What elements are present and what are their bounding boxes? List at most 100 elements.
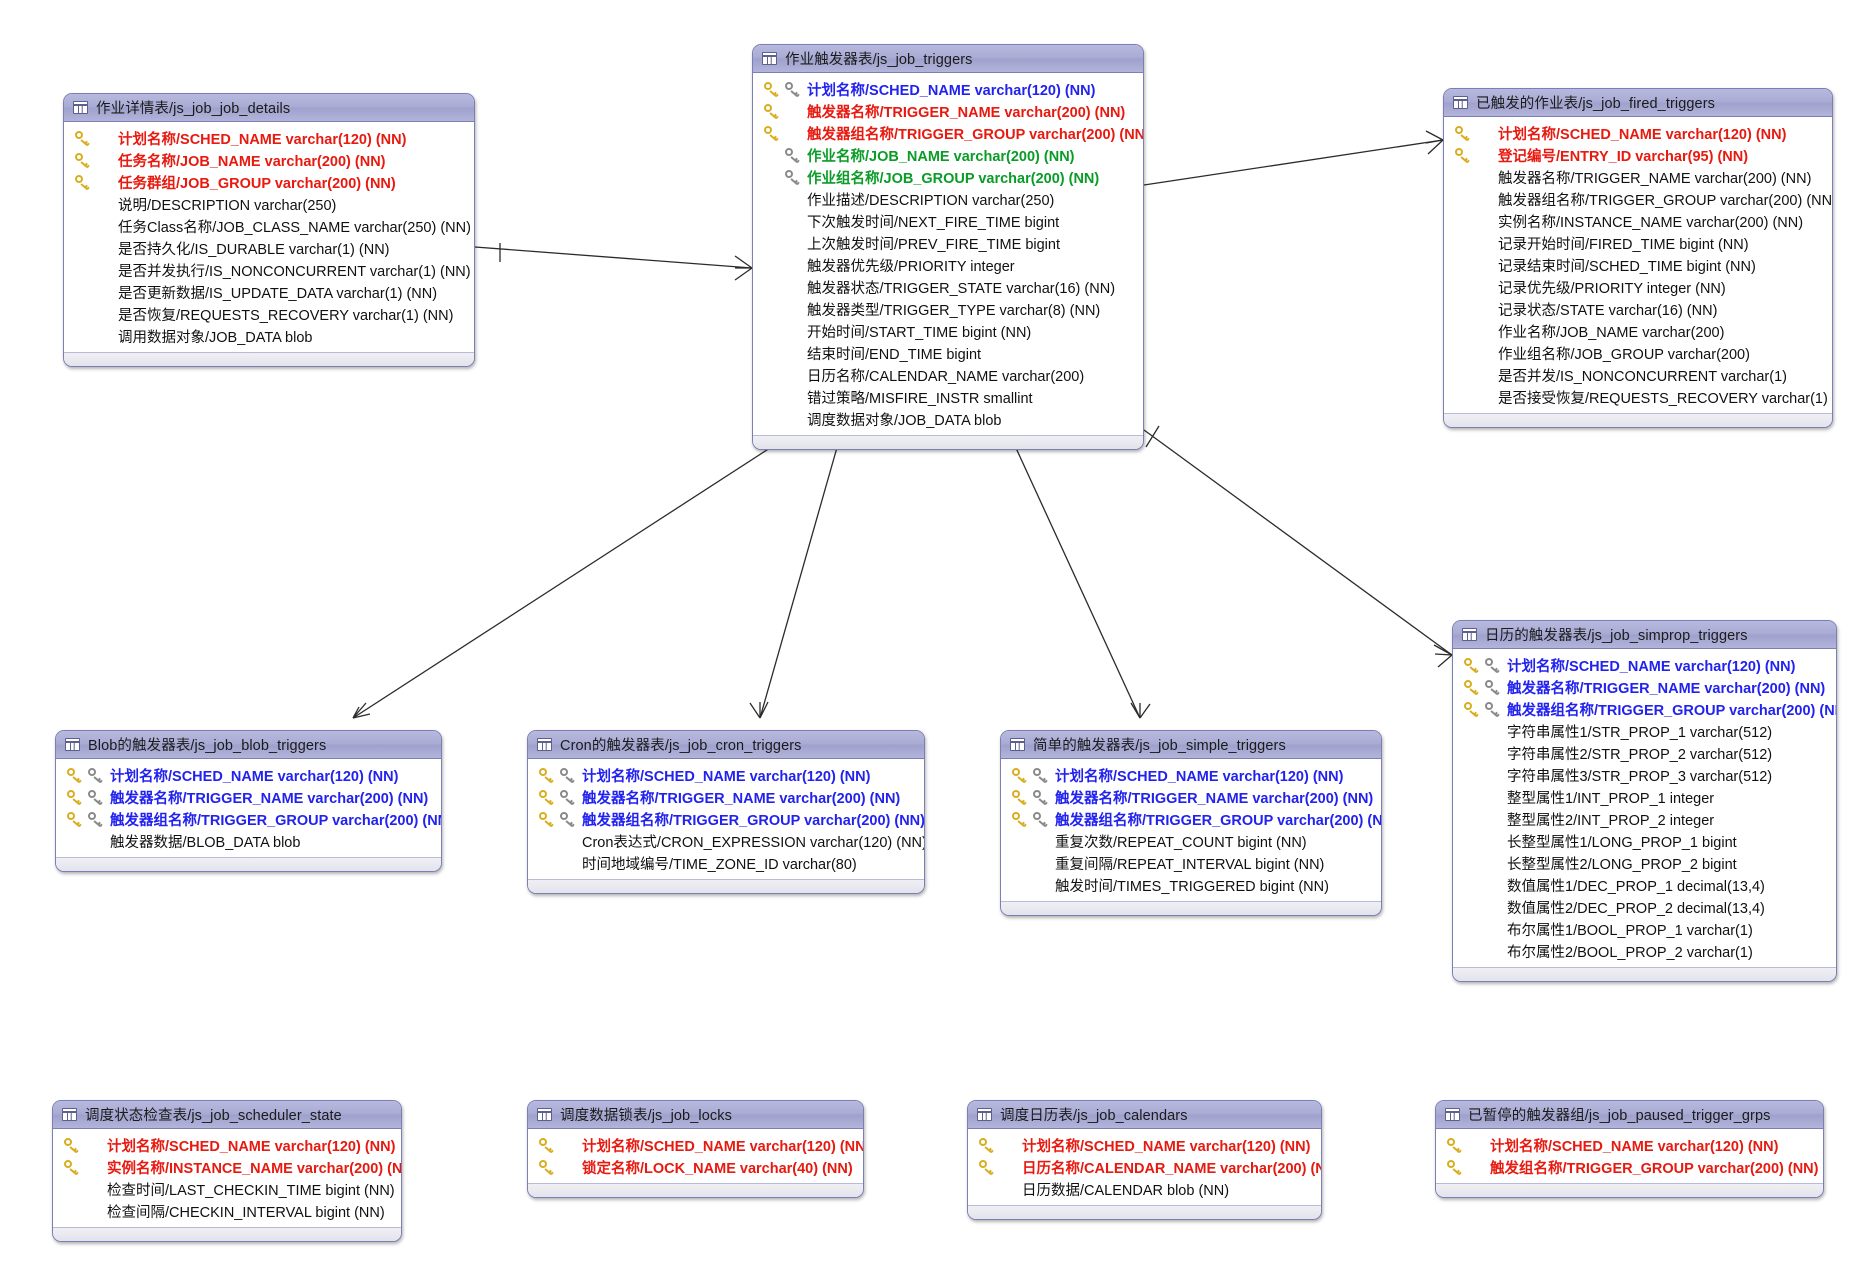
attribute-row[interactable]: 是否并发执行/IS_NONCONCURRENT varchar(1) (NN)	[64, 259, 474, 281]
attribute-row[interactable]: 触发器组名称/TRIGGER_GROUP varchar(200) (NN)	[1453, 698, 1836, 720]
attribute-row[interactable]: 作业名称/JOB_NAME varchar(200)	[1444, 320, 1832, 342]
entity-header[interactable]: Blob的触发器表/js_job_blob_triggers	[56, 731, 441, 759]
entity-js_job_scheduler_state[interactable]: 调度状态检查表/js_job_scheduler_state 计划名称/SCHED…	[52, 1100, 402, 1242]
attribute-row[interactable]: 触发组名称/TRIGGER_GROUP varchar(200) (NN)	[1436, 1156, 1823, 1178]
attribute-row[interactable]: 计划名称/SCHED_NAME varchar(120) (NN)	[1453, 654, 1836, 676]
attribute-row[interactable]: 字符串属性3/STR_PROP_3 varchar(512)	[1453, 764, 1836, 786]
attribute-row[interactable]: 作业组名称/JOB_GROUP varchar(200)	[1444, 342, 1832, 364]
attribute-row[interactable]: 字符串属性2/STR_PROP_2 varchar(512)	[1453, 742, 1836, 764]
attribute-row[interactable]: 触发器名称/TRIGGER_NAME varchar(200) (NN)	[1453, 676, 1836, 698]
attribute-row[interactable]: 触发器名称/TRIGGER_NAME varchar(200) (NN)	[528, 786, 924, 808]
attribute-row[interactable]: 触发器名称/TRIGGER_NAME varchar(200) (NN)	[1444, 166, 1832, 188]
entity-js_job_simprop_triggers[interactable]: 日历的触发器表/js_job_simprop_triggers 计划名称/SCHE…	[1452, 620, 1837, 982]
attribute-row[interactable]: 是否恢复/REQUESTS_RECOVERY varchar(1) (NN)	[64, 303, 474, 325]
entity-js_job_paused_trigger_grps[interactable]: 已暂停的触发器组/js_job_paused_trigger_grps 计划名称/…	[1435, 1100, 1824, 1198]
attribute-row[interactable]: 触发器状态/TRIGGER_STATE varchar(16) (NN)	[753, 276, 1143, 298]
attribute-row[interactable]: 计划名称/SCHED_NAME varchar(120) (NN)	[53, 1134, 401, 1156]
attribute-row[interactable]: 任务名称/JOB_NAME varchar(200) (NN)	[64, 149, 474, 171]
attribute-row[interactable]: 开始时间/START_TIME bigint (NN)	[753, 320, 1143, 342]
attribute-row[interactable]: 日历名称/CALENDAR_NAME varchar(200)	[753, 364, 1143, 386]
attribute-row[interactable]: 计划名称/SCHED_NAME varchar(120) (NN)	[968, 1134, 1321, 1156]
entity-header[interactable]: 简单的触发器表/js_job_simple_triggers	[1001, 731, 1381, 759]
attribute-row[interactable]: 布尔属性1/BOOL_PROP_1 varchar(1)	[1453, 918, 1836, 940]
attribute-row[interactable]: 是否并发/IS_NONCONCURRENT varchar(1)	[1444, 364, 1832, 386]
attribute-row[interactable]: 锁定名称/LOCK_NAME varchar(40) (NN)	[528, 1156, 863, 1178]
attribute-row[interactable]: 错过策略/MISFIRE_INSTR smallint	[753, 386, 1143, 408]
attribute-row[interactable]: 字符串属性1/STR_PROP_1 varchar(512)	[1453, 720, 1836, 742]
attribute-row[interactable]: 触发器组名称/TRIGGER_GROUP varchar(200) (NN)	[1001, 808, 1381, 830]
attribute-row[interactable]: 记录状态/STATE varchar(16) (NN)	[1444, 298, 1832, 320]
attribute-row[interactable]: 计划名称/SCHED_NAME varchar(120) (NN)	[1436, 1134, 1823, 1156]
entity-js_job_job_details[interactable]: 作业详情表/js_job_job_details 计划名称/SCHED_NAME …	[63, 93, 475, 367]
attribute-row[interactable]: 触发器组名称/TRIGGER_GROUP varchar(200) (NN)	[528, 808, 924, 830]
attribute-row[interactable]: 长整型属性2/LONG_PROP_2 bigint	[1453, 852, 1836, 874]
entity-header[interactable]: 日历的触发器表/js_job_simprop_triggers	[1453, 621, 1836, 649]
entity-js_job_simple_triggers[interactable]: 简单的触发器表/js_job_simple_triggers 计划名称/SCHED…	[1000, 730, 1382, 916]
attribute-row[interactable]: 任务Class名称/JOB_CLASS_NAME varchar(250) (N…	[64, 215, 474, 237]
entity-js_job_calendars[interactable]: 调度日历表/js_job_calendars 计划名称/SCHED_NAME va…	[967, 1100, 1322, 1220]
attribute-row[interactable]: 调度数据对象/JOB_DATA blob	[753, 408, 1143, 430]
attribute-row[interactable]: 计划名称/SCHED_NAME varchar(120) (NN)	[1444, 122, 1832, 144]
attribute-row[interactable]: 调用数据对象/JOB_DATA blob	[64, 325, 474, 347]
attribute-row[interactable]: 时间地域编号/TIME_ZONE_ID varchar(80)	[528, 852, 924, 874]
attribute-row[interactable]: 整型属性2/INT_PROP_2 integer	[1453, 808, 1836, 830]
attribute-row[interactable]: 上次触发时间/PREV_FIRE_TIME bigint	[753, 232, 1143, 254]
attribute-row[interactable]: 长整型属性1/LONG_PROP_1 bigint	[1453, 830, 1836, 852]
attribute-row[interactable]: 数值属性2/DEC_PROP_2 decimal(13,4)	[1453, 896, 1836, 918]
attribute-row[interactable]: 任务群组/JOB_GROUP varchar(200) (NN)	[64, 171, 474, 193]
entity-header[interactable]: 调度日历表/js_job_calendars	[968, 1101, 1321, 1129]
attribute-row[interactable]: 计划名称/SCHED_NAME varchar(120) (NN)	[64, 127, 474, 149]
attribute-row[interactable]: 日历数据/CALENDAR blob (NN)	[968, 1178, 1321, 1200]
attribute-row[interactable]: 检查时间/LAST_CHECKIN_TIME bigint (NN)	[53, 1178, 401, 1200]
attribute-row[interactable]: 作业名称/JOB_NAME varchar(200) (NN)	[753, 144, 1143, 166]
attribute-row[interactable]: 作业描述/DESCRIPTION varchar(250)	[753, 188, 1143, 210]
attribute-row[interactable]: 计划名称/SCHED_NAME varchar(120) (NN)	[1001, 764, 1381, 786]
attribute-row[interactable]: 重复间隔/REPEAT_INTERVAL bigint (NN)	[1001, 852, 1381, 874]
attribute-row[interactable]: 触发器数据/BLOB_DATA blob	[56, 830, 441, 852]
attribute-row[interactable]: 结束时间/END_TIME bigint	[753, 342, 1143, 364]
entity-js_job_blob_triggers[interactable]: Blob的触发器表/js_job_blob_triggers 计划名称/SCHED…	[55, 730, 442, 872]
attribute-row[interactable]: 实例名称/INSTANCE_NAME varchar(200) (NN)	[1444, 210, 1832, 232]
attribute-row[interactable]: 重复次数/REPEAT_COUNT bigint (NN)	[1001, 830, 1381, 852]
entity-header[interactable]: 作业详情表/js_job_job_details	[64, 94, 474, 122]
attribute-row[interactable]: 是否接受恢复/REQUESTS_RECOVERY varchar(1)	[1444, 386, 1832, 408]
attribute-row[interactable]: 日历名称/CALENDAR_NAME varchar(200) (NN)	[968, 1156, 1321, 1178]
entity-header[interactable]: 已触发的作业表/js_job_fired_triggers	[1444, 89, 1832, 117]
entity-header[interactable]: 调度状态检查表/js_job_scheduler_state	[53, 1101, 401, 1129]
attribute-row[interactable]: 是否持久化/IS_DURABLE varchar(1) (NN)	[64, 237, 474, 259]
attribute-row[interactable]: 计划名称/SCHED_NAME varchar(120) (NN)	[753, 78, 1143, 100]
attribute-row[interactable]: 触发器组名称/TRIGGER_GROUP varchar(200) (NN)	[1444, 188, 1832, 210]
attribute-row[interactable]: 计划名称/SCHED_NAME varchar(120) (NN)	[528, 764, 924, 786]
attribute-row[interactable]: 触发时间/TIMES_TRIGGERED bigint (NN)	[1001, 874, 1381, 896]
attribute-row[interactable]: 触发器名称/TRIGGER_NAME varchar(200) (NN)	[753, 100, 1143, 122]
attribute-row[interactable]: 记录开始时间/FIRED_TIME bigint (NN)	[1444, 232, 1832, 254]
attribute-row[interactable]: 数值属性1/DEC_PROP_1 decimal(13,4)	[1453, 874, 1836, 896]
attribute-row[interactable]: Cron表达式/CRON_EXPRESSION varchar(120) (NN…	[528, 830, 924, 852]
attribute-row[interactable]: 说明/DESCRIPTION varchar(250)	[64, 193, 474, 215]
entity-header[interactable]: 调度数据锁表/js_job_locks	[528, 1101, 863, 1129]
attribute-row[interactable]: 检查间隔/CHECKIN_INTERVAL bigint (NN)	[53, 1200, 401, 1222]
attribute-row[interactable]: 整型属性1/INT_PROP_1 integer	[1453, 786, 1836, 808]
attribute-row[interactable]: 布尔属性2/BOOL_PROP_2 varchar(1)	[1453, 940, 1836, 962]
attribute-row[interactable]: 触发器组名称/TRIGGER_GROUP varchar(200) (NN)	[56, 808, 441, 830]
attribute-row[interactable]: 是否更新数据/IS_UPDATE_DATA varchar(1) (NN)	[64, 281, 474, 303]
attribute-row[interactable]: 触发器类型/TRIGGER_TYPE varchar(8) (NN)	[753, 298, 1143, 320]
attribute-row[interactable]: 触发器组名称/TRIGGER_GROUP varchar(200) (NN)	[753, 122, 1143, 144]
entity-header[interactable]: 作业触发器表/js_job_triggers	[753, 45, 1143, 73]
attribute-row[interactable]: 计划名称/SCHED_NAME varchar(120) (NN)	[56, 764, 441, 786]
entity-header[interactable]: 已暂停的触发器组/js_job_paused_trigger_grps	[1436, 1101, 1823, 1129]
entity-js_job_triggers[interactable]: 作业触发器表/js_job_triggers 计划名称/SCHED_NAME va…	[752, 44, 1144, 450]
attribute-row[interactable]: 登记编号/ENTRY_ID varchar(95) (NN)	[1444, 144, 1832, 166]
entity-js_job_locks[interactable]: 调度数据锁表/js_job_locks 计划名称/SCHED_NAME varch…	[527, 1100, 864, 1198]
entity-js_job_cron_triggers[interactable]: Cron的触发器表/js_job_cron_triggers 计划名称/SCHED…	[527, 730, 925, 894]
attribute-row[interactable]: 触发器名称/TRIGGER_NAME varchar(200) (NN)	[56, 786, 441, 808]
attribute-row[interactable]: 触发器优先级/PRIORITY integer	[753, 254, 1143, 276]
attribute-row[interactable]: 实例名称/INSTANCE_NAME varchar(200) (NN)	[53, 1156, 401, 1178]
entity-header[interactable]: Cron的触发器表/js_job_cron_triggers	[528, 731, 924, 759]
attribute-row[interactable]: 记录结束时间/SCHED_TIME bigint (NN)	[1444, 254, 1832, 276]
attribute-row[interactable]: 作业组名称/JOB_GROUP varchar(200) (NN)	[753, 166, 1143, 188]
attribute-row[interactable]: 计划名称/SCHED_NAME varchar(120) (NN)	[528, 1134, 863, 1156]
entity-js_job_fired_triggers[interactable]: 已触发的作业表/js_job_fired_triggers 计划名称/SCHED_…	[1443, 88, 1833, 428]
attribute-row[interactable]: 触发器名称/TRIGGER_NAME varchar(200) (NN)	[1001, 786, 1381, 808]
attribute-row[interactable]: 下次触发时间/NEXT_FIRE_TIME bigint	[753, 210, 1143, 232]
